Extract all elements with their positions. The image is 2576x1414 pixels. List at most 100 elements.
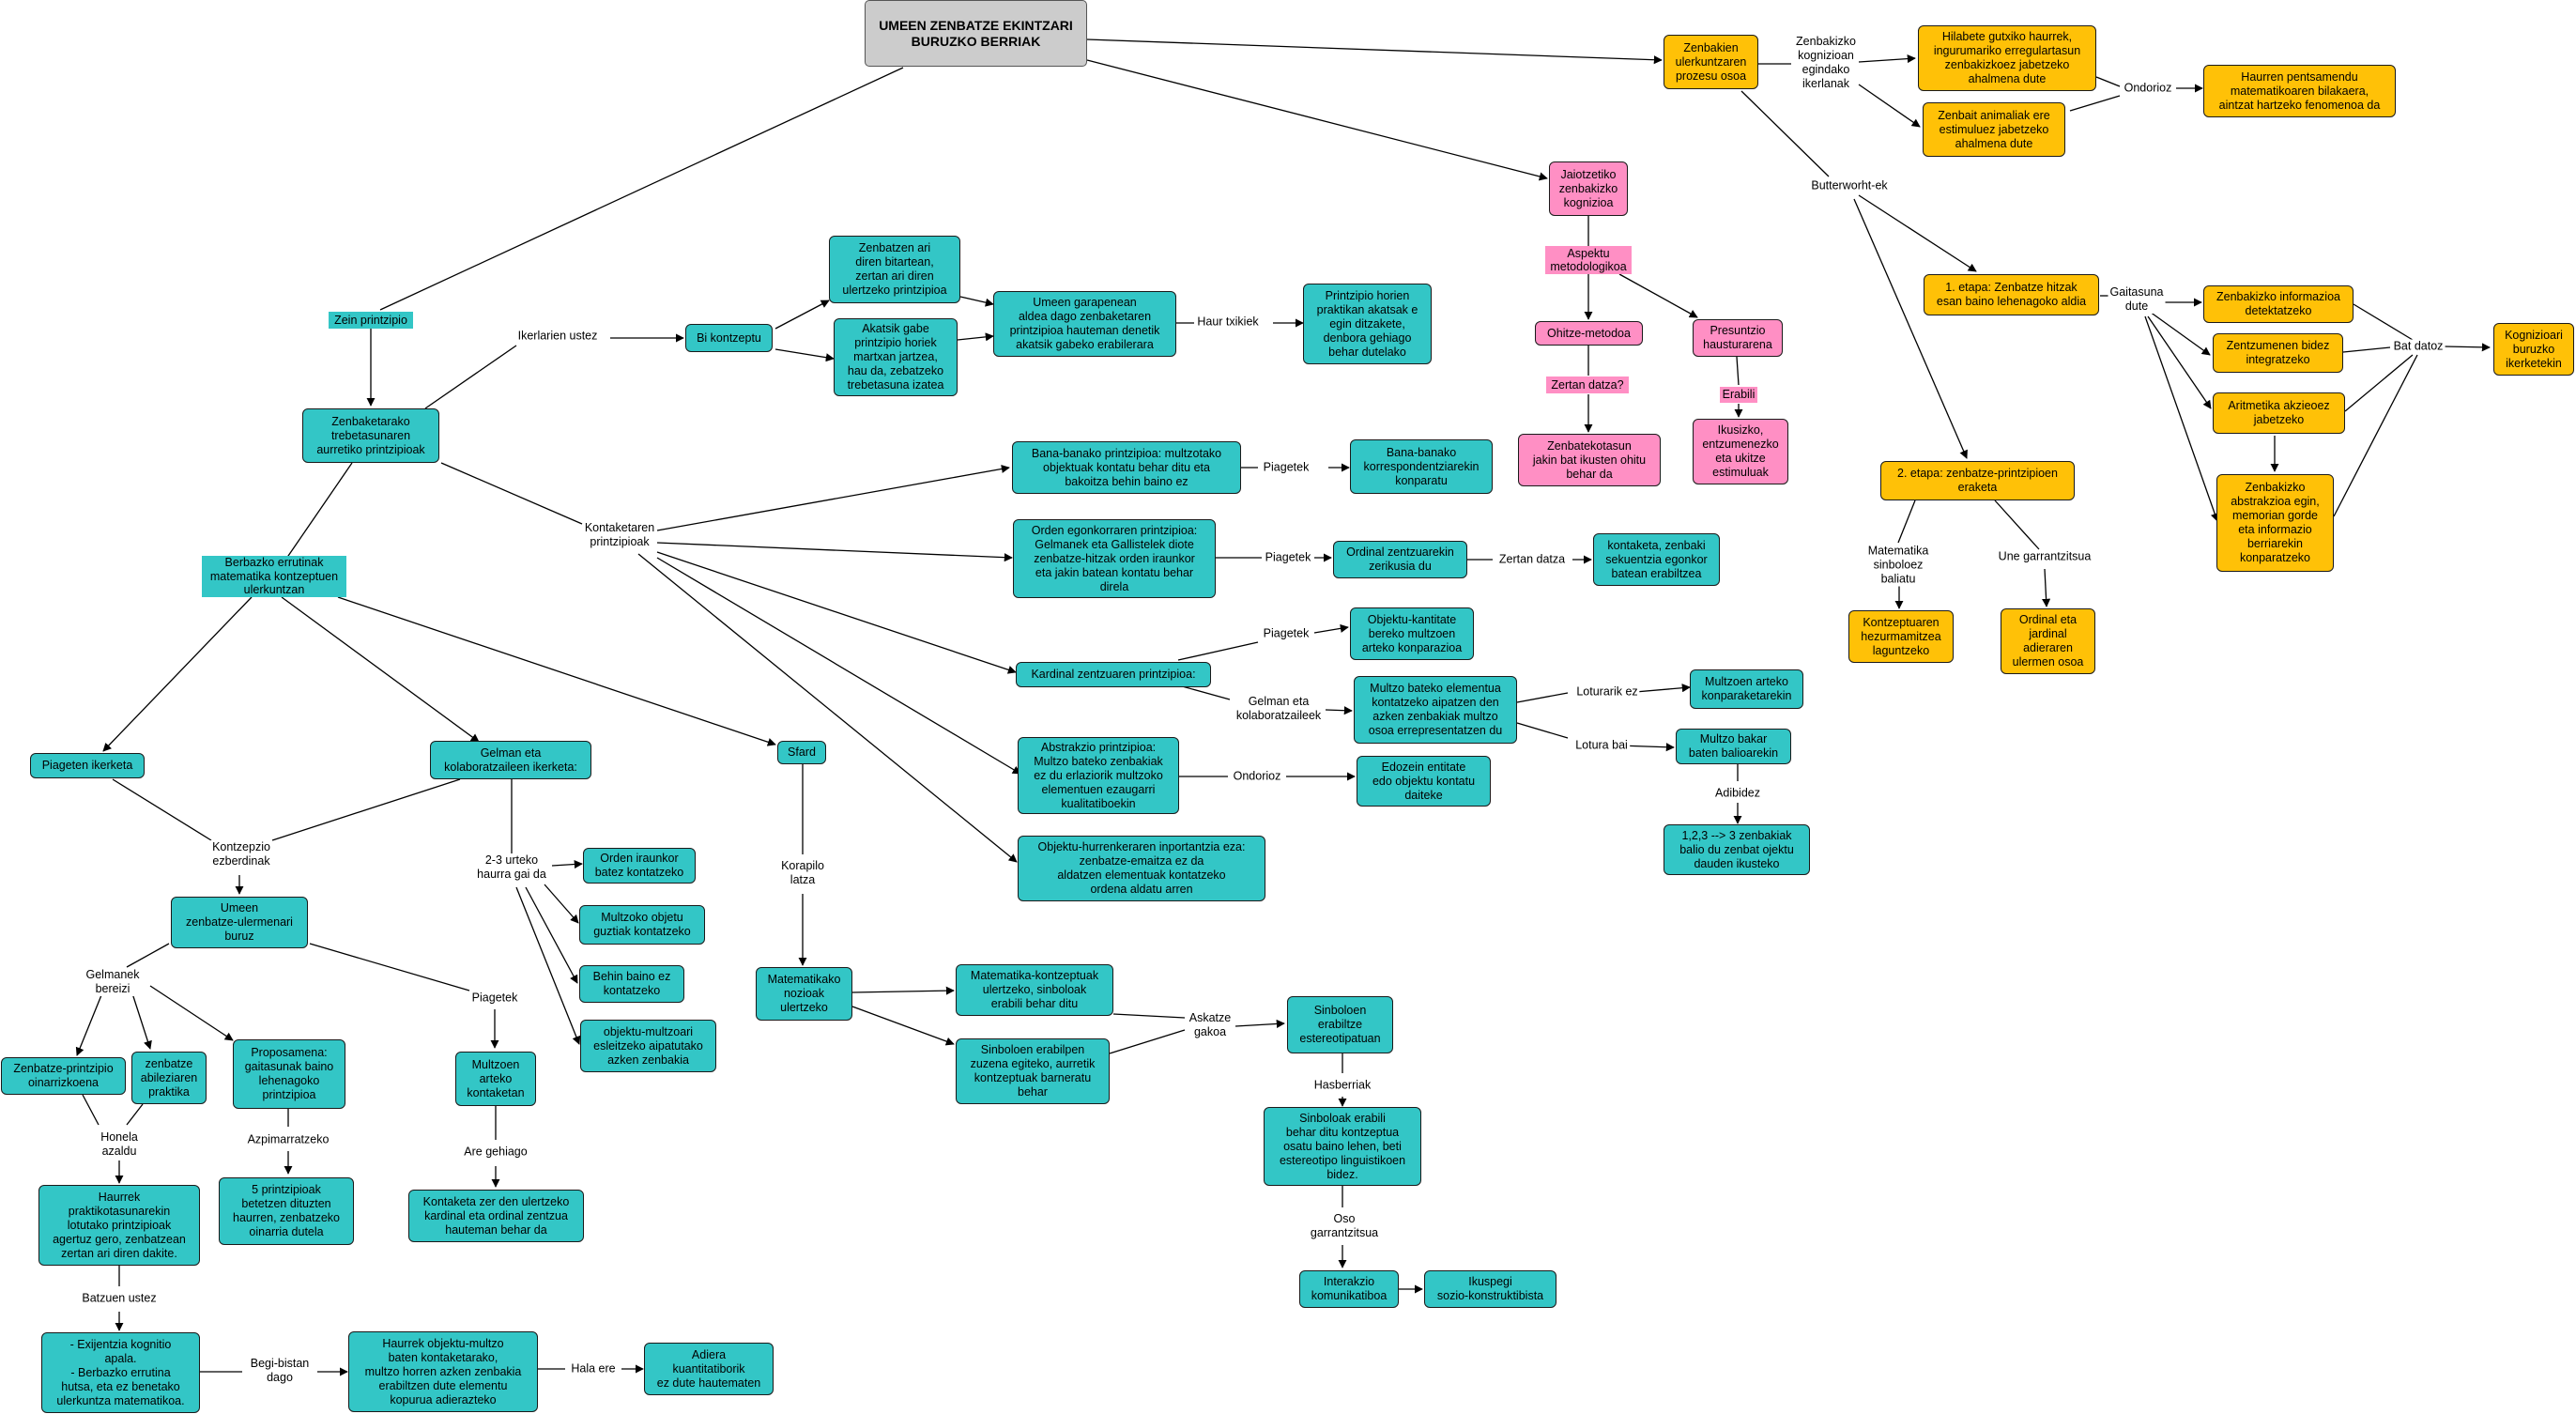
link-azpimarratzeko: Azpimarratzeko (245, 1132, 331, 1147)
jaiotzetiko-node[interactable]: Jaiotzetiko zenbakizko kognizioa (1549, 161, 1628, 216)
ikuspegi-node[interactable]: Ikuspegi sozio-konstruktibista (1424, 1270, 1556, 1308)
objektu-hurrenkera-node[interactable]: Objektu-hurrenkeraren inportantzia eza: … (1018, 836, 1265, 901)
interakzio-node[interactable]: Interakzio komunikatiboa (1299, 1270, 1399, 1308)
link-ikerlarien-ustez: Ikerlarien ustez (515, 329, 600, 344)
link-adibidez: Adibidez (1713, 786, 1762, 801)
etapa1-node[interactable]: 1. etapa: Zenbatze hitzak esan baino leh… (1924, 274, 2099, 315)
haurrek-praktiko-node[interactable]: Haurrek praktikotasunarekin lotutako pri… (38, 1185, 200, 1266)
trebetasun-node[interactable]: Zenbaketarako trebetasunaren aurretiko p… (302, 408, 439, 463)
hilabete-node[interactable]: Hilabete gutxiko haurrek, ingurumariko e… (1918, 25, 2096, 91)
zenbatze-printzipio-node[interactable]: Zenbatze-printzipio oinarrizkoena (1, 1057, 126, 1095)
piageten-node[interactable]: Piageten ikerketa (30, 753, 145, 778)
haurren-pentsamendu-node[interactable]: Haurren pentsamendu matematikoaren bilak… (2203, 65, 2396, 117)
link-oso-garrantzitsua: Oso garrantzitsua (1308, 1212, 1381, 1240)
link-gaitasuna-dute: Gaitasuna dute (2108, 285, 2166, 314)
link-une-garrantzitsua: Une garrantzitsua (1996, 549, 2093, 564)
bana-korrespondentzia-node[interactable]: Bana-banako korrespondentziarekin konpar… (1350, 439, 1493, 494)
link-ondorioz-2: Ondorioz (2122, 81, 2174, 96)
matematika-nozioak-node[interactable]: Matematikako nozioak ulertzeko (756, 967, 852, 1021)
link-are-gehiago: Are gehiago (462, 1145, 529, 1160)
link-matematika-sinboloez: Matematika sinboloez baliatu (1865, 544, 1931, 587)
abileziaren-node[interactable]: zenbatze abileziaren praktika (131, 1052, 207, 1104)
zenbatekotasun-node[interactable]: Zenbatekotasun jakin bat ikusten ohitu b… (1518, 434, 1661, 486)
matematika-kontzeptu-node[interactable]: Matematika-kontzeptuak ulertzeko, sinbol… (956, 964, 1113, 1016)
edozein-node[interactable]: Edozein entitate edo objektu kontatu dai… (1357, 756, 1491, 807)
kontaketa-zer-node[interactable]: Kontaketa zer den ulertzeko kardinal eta… (408, 1190, 584, 1242)
objektu-kantitate-node[interactable]: Objektu-kantitate bereko multzoen arteko… (1350, 607, 1474, 660)
link-batzuen-ustez: Batzuen ustez (80, 1291, 159, 1306)
bana-banako-node[interactable]: Bana-banako printzipioa: multzotako obje… (1012, 441, 1241, 494)
orden-egonkor-node[interactable]: Orden egonkorraren printzipioa: Gelmanek… (1013, 519, 1216, 598)
link-zertan-datza: Zertan datza (1496, 552, 1568, 567)
aritmetika-node[interactable]: Aritmetika akzieoez jabetzeko (2213, 392, 2345, 434)
link-hala-ere: Hala ere (569, 1361, 618, 1376)
link-hasberriak: Hasberriak (1311, 1078, 1373, 1093)
erabili-tag[interactable]: Erabili (1720, 387, 1757, 403)
link-korapilo-latza: Korapilo latza (779, 859, 826, 887)
akatsik-node[interactable]: Akatsik gabe printzipio horiek martxan j… (834, 318, 958, 396)
multzoen-kontaketan-node[interactable]: Multzoen arteko kontaketan (455, 1052, 536, 1106)
zein-printzipio-tag[interactable]: Zein printzipio (329, 312, 413, 329)
gelman-node[interactable]: Gelman eta kolaboratzaileen ikerketa: (430, 741, 591, 779)
ordinal-zentzu-node[interactable]: Ordinal zentzuarekin zerikusia du (1333, 541, 1467, 578)
link-askatze-gakoa: Askatze gakoa (1187, 1011, 1234, 1039)
zentzumenen-node[interactable]: Zentzumenen bidez integratzeko (2213, 333, 2343, 373)
link-gelmanek-bereizi: Gelmanek bereizi (84, 968, 142, 996)
zenbatzen-node[interactable]: Zenbatzen ari diren bitartean, zertan ar… (829, 236, 960, 303)
link-honela-azaldu: Honela azaldu (99, 1130, 140, 1159)
orden-iraunkor-node[interactable]: Orden iraunkor batez kontatzeko (583, 848, 696, 884)
kognizioari-node[interactable]: Kognizioari buruzko ikerketekin (2493, 323, 2574, 376)
multzoen-arteko-node[interactable]: Multzoen arteko konparaketarekin (1690, 669, 1803, 709)
haurrek-objektu-node[interactable]: Haurrek objektu-multzo baten kontaketara… (348, 1331, 538, 1412)
link-piagetek-3: Piagetek (1261, 626, 1311, 641)
multzo-bakar-node[interactable]: Multzo bakar baten balioarekin (1676, 729, 1791, 764)
umeen-ulermen-node[interactable]: Umeen zenbatze-ulermenari buruz (171, 897, 308, 948)
abstrakzio-node[interactable]: Abstrakzio printzipioa: Multzo bateko ze… (1018, 737, 1179, 814)
multzoko-objetu-node[interactable]: Multzoko objetu guztiak kontatzeko (579, 905, 705, 945)
link-zenbakizko-kognizioan: Zenbakizko kognizioan egindako ikerlanak (1794, 35, 1858, 91)
zenbakien-ulerkuntza-node[interactable]: Zenbakien ulerkuntzaren prozesu osoa (1664, 35, 1758, 89)
ohitze-node[interactable]: Ohitze-metodoa (1535, 321, 1643, 346)
link-begi-bistan: Begi-bistan dago (248, 1357, 312, 1385)
zenbakizko-informazio-node[interactable]: Zenbakizko informazioa detektatzeko (2203, 285, 2354, 323)
zertan-datza-tag[interactable]: Zertan datza? (1546, 377, 1629, 393)
behin-baino-node[interactable]: Behin baino ez kontatzeko (579, 965, 684, 1003)
sfard-node[interactable]: Sfard (777, 741, 826, 764)
ikusizko-node[interactable]: Ikusizko, entzumenezko eta ukitze estimu… (1693, 419, 1788, 484)
praktikan-node[interactable]: Printzipio horien praktikan akatsak e eg… (1303, 284, 1432, 364)
objektu-multzoari-node[interactable]: objektu-multzoari esleitzeko aipatutako … (580, 1020, 716, 1072)
bost-printzipio-node[interactable]: 5 printzipioak betetzen dituzten haurren… (219, 1177, 354, 1245)
kardinal-node[interactable]: Kardinal zentzuaren printzipioa: (1016, 662, 1211, 687)
link-gelman-kolaboratzaileek: Gelman eta kolaboratzaileek (1234, 695, 1324, 723)
aspektu-tag[interactable]: Aspektu metodologikoa (1545, 246, 1632, 274)
bi-kontzeptu-node[interactable]: Bi kontzeptu (685, 324, 773, 352)
kontzeptuaren-node[interactable]: Kontzeptuaren hezurmamitzea laguntzeko (1848, 610, 1954, 663)
zenbakizko-abstrakzio-node[interactable]: Zenbakizko abstrakzioa egin, memorian go… (2216, 474, 2334, 572)
link-2-3-urteko: 2-3 urteko haurra gai da (475, 853, 548, 882)
link-lotura-bai: Lotura bai (1573, 738, 1630, 753)
garapen-node[interactable]: Umeen garapenean aldea dago zenbaketaren… (993, 291, 1176, 357)
link-ondorioz-1: Ondorioz (1231, 769, 1283, 784)
ordinal-jardinal-node[interactable]: Ordinal eta jardinal adieraren ulermen o… (2001, 608, 2095, 674)
link-piagetek-1: Piagetek (1261, 460, 1311, 475)
kontaketa-sekuentzia-node[interactable]: kontaketa, zenbaki sekuentzia egonkor ba… (1593, 533, 1720, 586)
link-bat-datoz: Bat datoz (2391, 339, 2446, 354)
adiera-node[interactable]: Adiera kuantitatiborik ez dute hautemate… (644, 1343, 774, 1395)
root-node[interactable]: UMEEN ZENBATZE EKINTZARI BURUZKO BERRIAK (865, 0, 1087, 67)
sinbolo-erabilpen-node[interactable]: Sinboloen erabilpen zuzena egiteko, aurr… (956, 1038, 1110, 1104)
zenbait-animalia-node[interactable]: Zenbait animaliak ere estimuluez jabetze… (1923, 102, 2065, 157)
etapa2-node[interactable]: 2. etapa: zenbatze-printzipioen eraketa (1880, 461, 2075, 500)
link-piagetek-2: Piagetek (1263, 550, 1313, 565)
sinboloak-erabili-node[interactable]: Sinboloak erabili behar ditu kontzeptua … (1264, 1107, 1421, 1186)
presuntzio-node[interactable]: Presuntzio hausturarena (1693, 319, 1783, 357)
link-kontzepzio-ezberdinak: Kontzepzio ezberdinak (210, 840, 272, 868)
link-haur-txikiek: Haur txikiek (1195, 315, 1261, 330)
proposamena-node[interactable]: Proposamena: gaitasunak baino lehenagoko… (233, 1039, 345, 1109)
link-kontaketaren-printzipioak: Kontaketaren printzipioak (582, 521, 657, 549)
multzo-bateko-node[interactable]: Multzo bateko elementua kontatzeko aipat… (1354, 676, 1517, 744)
berbazko-tag[interactable]: Berbazko errutinak matematika kontzeptue… (202, 556, 346, 597)
sinbolo-estereotipatu-node[interactable]: Sinboloen erabiltze estereotipatuan (1287, 996, 1393, 1053)
exijentzia-node[interactable]: - Exijentzia kognitio apala. - Berbazko … (41, 1332, 200, 1413)
adibide-123-node[interactable]: 1,2,3 --> 3 zenbakiak balio du zenbat oj… (1664, 824, 1810, 875)
